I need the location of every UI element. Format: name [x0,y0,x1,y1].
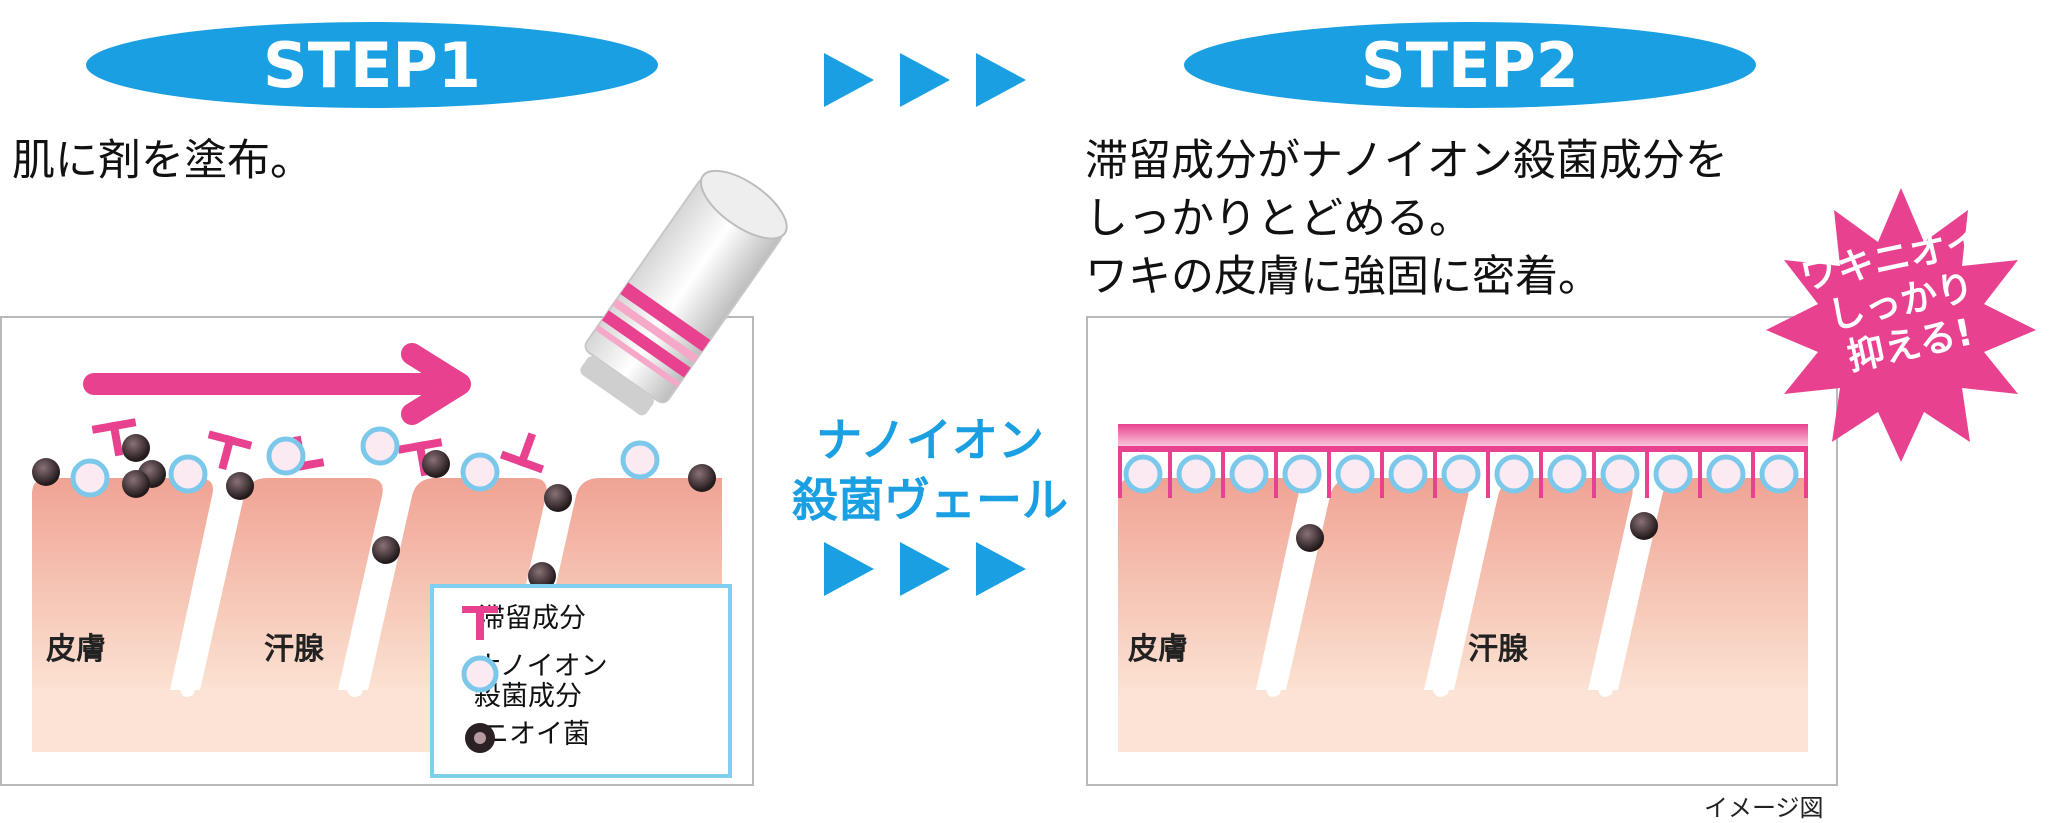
skin-block [32,478,214,690]
sweat-gland-channel [1598,486,1650,697]
step1-gland-label: 汗腺 [264,632,324,667]
step2-caption: 滞留成分がナノイオン殺菌成分を しっかりとどめる。 ワキの皮膚に強固に密着。 [1085,136,1728,302]
arrow-right-icon [824,53,874,107]
nano-ion-veil-row [1118,450,1808,498]
step2-skin-illustration [1118,424,1808,752]
step1-title: STEP1 [263,28,481,102]
skin-block [200,478,383,690]
legend-item-nano-ion: ナノイオン 殺菌成分 [458,652,608,712]
legend-item-bacteria: ニオイ菌 [462,719,590,753]
odor-bacteria-icon [32,434,716,590]
starburst-badge [1766,188,2036,462]
step2-title: STEP2 [1361,28,1579,102]
step2-gland-label: 汗腺 [1468,632,1528,667]
retention-veil-layer [1118,424,1808,446]
step1-skin-label: 皮膚 [46,632,106,667]
odor-bacteria-icon [1296,512,1658,552]
step1-caption: 肌に剤を塗布。 [12,136,313,186]
image-note: イメージ図 [1704,794,1824,822]
step2-diagram: 皮膚 汗腺 [1086,316,1838,786]
step1-badge: STEP1 [86,22,658,108]
arrow-right-icon [976,542,1026,596]
nano-ion-icon [70,426,660,498]
arrow-right-icon [900,53,950,107]
legend-label: ニオイ菌 [482,719,590,750]
arrow-right-icon [976,53,1026,107]
retention-component-icon [462,606,498,640]
legend-item-retention: 滞留成分 [460,604,586,640]
skin-block [1118,478,1300,690]
arrow-right-icon [900,542,950,596]
sweat-gland-channel [180,486,232,697]
step2-badge: STEP2 [1184,22,1756,108]
odor-bacteria-icon [465,723,495,753]
arrow-right-icon [824,542,874,596]
step2-skin-label: 皮膚 [1128,632,1188,667]
sweat-gland-channel [1432,486,1486,697]
skin-block [1618,478,1808,690]
nano-ion-icon [461,655,499,693]
skin-block [1286,478,1469,690]
middle-arrows [824,542,1026,596]
nano-ion-veil-label: ナノイオン 殺菌ヴェール [792,413,1068,527]
roll-on-stick-icon [580,169,788,416]
top-arrows [824,53,1026,107]
legend-box: 滞留成分 ナノイオン 殺菌成分 ニオイ菌 [430,584,732,778]
skin-block [1454,478,1633,690]
